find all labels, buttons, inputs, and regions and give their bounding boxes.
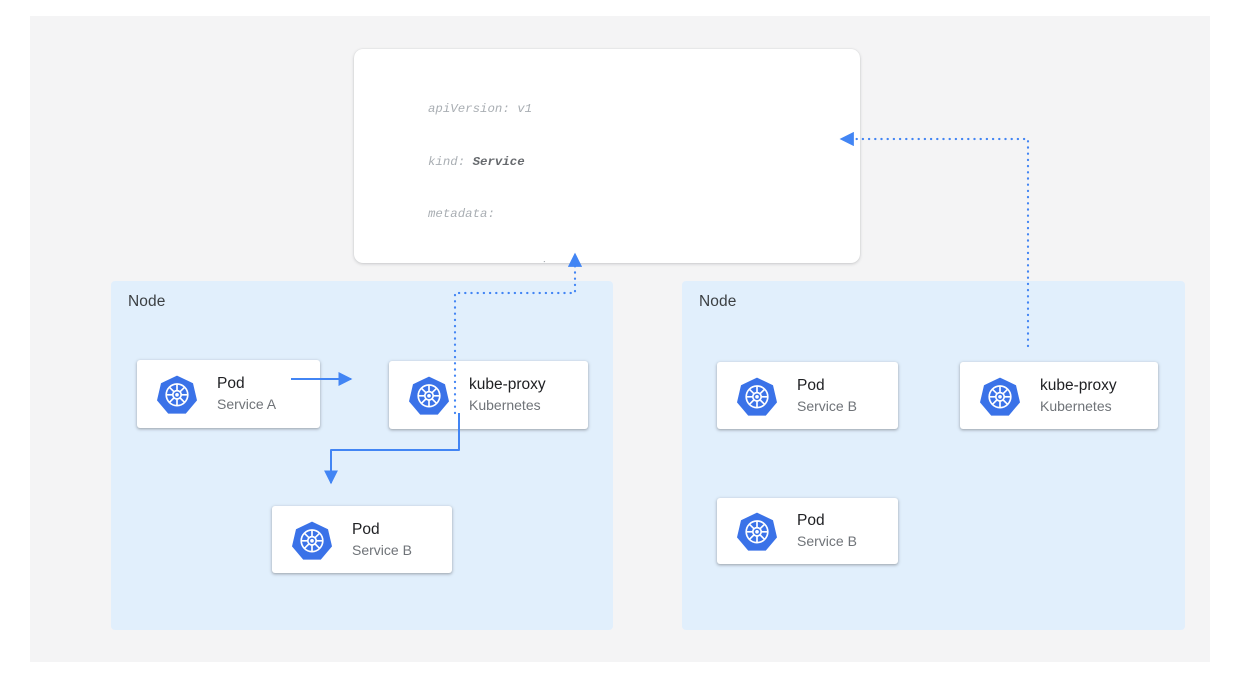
box-text: kube-proxy Kubernetes bbox=[469, 375, 546, 415]
box-text: Pod Service B bbox=[352, 520, 412, 560]
box-pod-service-b-left[interactable]: Pod Service B bbox=[272, 506, 452, 573]
kubernetes-logo-icon bbox=[409, 375, 449, 415]
kubernetes-logo-icon bbox=[157, 374, 197, 414]
box-text: kube-proxy Kubernetes bbox=[1040, 376, 1117, 416]
box-title: Pod bbox=[797, 376, 825, 394]
node-label: Node bbox=[699, 293, 737, 310]
node-panel-left: Node bbox=[111, 281, 613, 630]
box-subtitle: Kubernetes bbox=[469, 397, 541, 413]
box-title: kube-proxy bbox=[469, 376, 546, 393]
box-text: Pod Service B bbox=[797, 376, 857, 416]
diagram-canvas: apiVersion: v1 kind: Service metadata: n… bbox=[30, 16, 1210, 662]
box-pod-service-b-right-top[interactable]: Pod Service B bbox=[717, 362, 898, 429]
service-manifest-code: apiVersion: v1 kind: Service metadata: n… bbox=[428, 66, 733, 263]
box-text: Pod Service B bbox=[797, 511, 857, 551]
box-kube-proxy-right[interactable]: kube-proxy Kubernetes bbox=[960, 362, 1158, 429]
box-subtitle: Service B bbox=[797, 533, 857, 549]
kubernetes-logo-icon bbox=[292, 520, 332, 560]
yaml-line: name: my-service bbox=[428, 259, 733, 263]
box-pod-service-a[interactable]: Pod Service A bbox=[137, 360, 320, 428]
node-panel-right: Node bbox=[682, 281, 1185, 630]
box-subtitle: Kubernetes bbox=[1040, 397, 1112, 414]
service-manifest-card: apiVersion: v1 kind: Service metadata: n… bbox=[354, 49, 860, 263]
box-title: kube-proxy bbox=[1040, 376, 1117, 394]
box-subtitle: Service B bbox=[797, 397, 857, 414]
box-title: Pod bbox=[352, 520, 380, 538]
yaml-line: metadata: bbox=[428, 207, 495, 222]
box-pod-service-b-right-bottom[interactable]: Pod Service B bbox=[717, 498, 898, 564]
yaml-line: apiVersion: v1 bbox=[428, 102, 533, 117]
kubernetes-logo-icon bbox=[737, 376, 777, 416]
kubernetes-logo-icon bbox=[980, 376, 1020, 416]
node-label: Node bbox=[128, 293, 166, 310]
box-text: Pod Service A bbox=[217, 374, 276, 414]
box-kube-proxy-left[interactable]: kube-proxy Kubernetes bbox=[389, 361, 588, 429]
yaml-line: kind: Service bbox=[428, 154, 525, 169]
box-title: Pod bbox=[217, 375, 245, 392]
box-subtitle: Service B bbox=[352, 541, 412, 558]
box-title: Pod bbox=[797, 512, 825, 529]
kubernetes-logo-icon bbox=[737, 511, 777, 551]
box-subtitle: Service A bbox=[217, 396, 277, 412]
